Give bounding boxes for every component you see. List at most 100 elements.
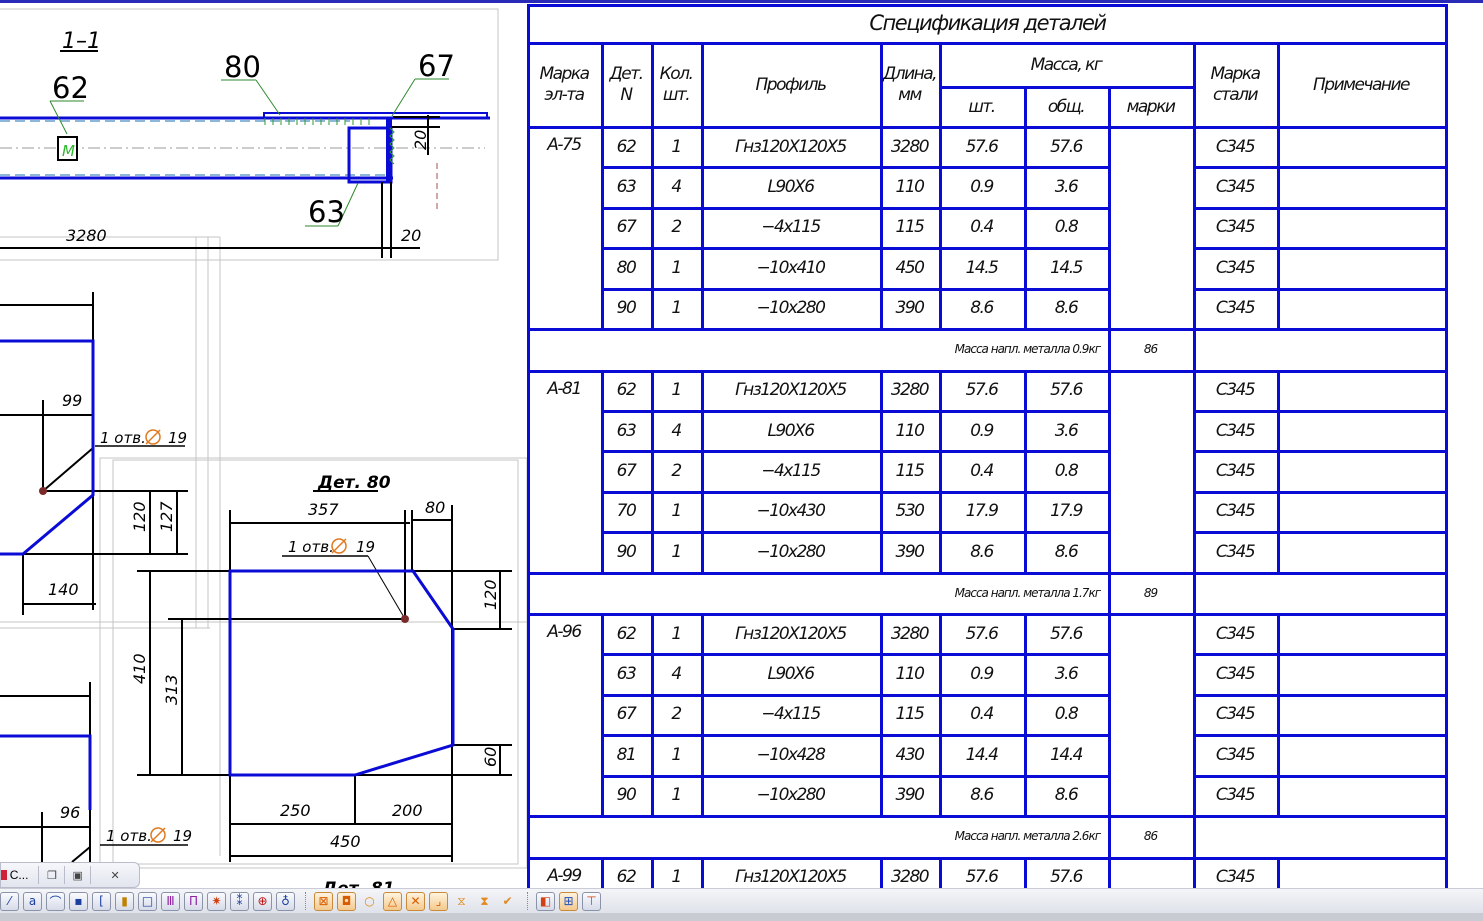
dimension-tool-icon[interactable]: Π [184, 891, 203, 911]
plug-tool-icon[interactable]: ♁ [276, 891, 295, 911]
toolbar-separator [305, 892, 308, 910]
table-grid-line [880, 614, 883, 816]
steel-grade: С345 [1215, 501, 1256, 522]
trim-tool-icon[interactable]: ⁑ [230, 891, 249, 911]
table-grid-line [527, 42, 1448, 45]
dim-60: 60 [481, 747, 500, 767]
element-mark: А-81 [547, 378, 582, 399]
polyline-tool-icon[interactable]: ⌒ [46, 891, 65, 911]
snap-square-icon[interactable]: ◘ [337, 891, 356, 911]
table-grid-line [601, 774, 1108, 778]
mass-each: 8.6 [970, 298, 994, 319]
table-grid-line [1193, 614, 1196, 816]
detail-number: 90 [616, 298, 637, 319]
steel-grade: С345 [1215, 664, 1256, 685]
table-grid-line [701, 614, 704, 816]
hatch-tool-icon[interactable]: Ⅲ [161, 891, 180, 911]
profile: Гнз120Х120Х5 [735, 136, 847, 157]
mass-each: 0.4 [970, 217, 994, 238]
minimized-document-window[interactable]: С... ❐ ▣ ✕ [0, 862, 140, 888]
bottom-toolbar: ⁄ a ⌒ ▪ [ ▮ □ Ⅲ Π ✷ ⁑ ⊕ ♁ ⊠ ◘ ○ △ ✕ ⌟ ⧖ … [0, 888, 1483, 913]
snap-center-icon[interactable]: ○ [364, 894, 375, 908]
drawing-canvas[interactable]: 1–1 62 80 67 63 M 3280 [0, 0, 527, 888]
table-grid-line [601, 127, 604, 329]
element-mass: 86 [1143, 342, 1158, 357]
dim-127: 127 [157, 501, 176, 532]
dim-410: 410 [130, 653, 149, 684]
diameter-icon [145, 429, 161, 445]
table-grid-line [601, 693, 1108, 697]
weld-ticks [264, 118, 395, 165]
quantity: 1 [671, 623, 682, 644]
mass-total: 0.8 [1054, 704, 1079, 725]
mass-total: 3.6 [1054, 420, 1079, 441]
dim-99: 99 [62, 391, 82, 410]
header-mass-total: общ. [1047, 96, 1086, 117]
detail-number: 62 [616, 867, 637, 888]
snap-hourglass-icon[interactable]: ⧖ [457, 893, 466, 908]
table-grid-line [527, 4, 1448, 7]
grid-snap-icon[interactable]: ⊞ [559, 891, 578, 911]
table-grid-line [1024, 614, 1027, 816]
table-grid-line [880, 127, 883, 329]
snap-perpendicular-icon[interactable]: ⌟ [429, 891, 448, 911]
dim-20-side: 20 [411, 130, 430, 150]
header-length: Длина, мм [882, 64, 938, 105]
ortho-icon[interactable]: ⊤ [582, 891, 601, 911]
steel-grade: С345 [1215, 541, 1256, 562]
cross-tool-icon[interactable]: ✷ [207, 891, 226, 911]
dim-80: 80 [425, 498, 445, 517]
snap-endpoint-icon[interactable]: ⊠ [314, 891, 333, 911]
header-profile: Профиль [755, 74, 827, 95]
table-grid-line [1277, 857, 1280, 888]
snap-tangent-icon[interactable]: ⧗ [480, 893, 489, 908]
table-grid-line [1193, 42, 1196, 127]
table-grid-line [527, 815, 1448, 818]
table-grid-line [601, 247, 1108, 251]
mass-each: 14.4 [965, 744, 999, 765]
table-grid-line [1108, 572, 1111, 614]
table-grid-line [651, 614, 654, 816]
steel-grade: С345 [1215, 704, 1256, 725]
bracket-tool-icon[interactable]: [ [92, 891, 111, 911]
table-grid-line [1024, 127, 1027, 329]
table-grid-line [1193, 693, 1445, 697]
text-tool-icon[interactable]: a [23, 891, 42, 911]
table-grid-line [1193, 206, 1445, 210]
detail-number: 62 [616, 380, 637, 401]
element-mark: А-96 [547, 622, 582, 642]
mass-each: 17.9 [965, 501, 999, 522]
mass-total: 8.6 [1054, 785, 1079, 806]
table-grid-line [1193, 409, 1445, 413]
callout-67: 67 [418, 49, 455, 83]
line-tool-icon[interactable]: ⁄ [0, 891, 19, 911]
block-tool-icon[interactable]: ▪ [69, 891, 88, 911]
snap-triangle-icon[interactable]: △ [383, 891, 402, 911]
table-grid-line [601, 409, 1108, 413]
profile: L90Х6 [767, 420, 815, 441]
table-grid-line [601, 166, 1108, 170]
snap-check-icon[interactable]: ✔ [502, 894, 513, 908]
marker-tool-icon[interactable]: ▮ [115, 891, 134, 911]
maximize-button[interactable]: ▣ [64, 866, 90, 884]
hole-dia: 19 [168, 429, 187, 447]
table-grid-line [601, 450, 1108, 454]
layer-icon[interactable]: ◧ [536, 891, 555, 911]
window-top-border [0, 0, 1483, 3]
grid-tool-icon[interactable]: ⊕ [253, 891, 272, 911]
mass-total: 3.6 [1054, 664, 1079, 685]
close-button[interactable]: ✕ [90, 866, 139, 884]
toolbar-separator [527, 892, 530, 910]
restore-button[interactable]: ❐ [38, 866, 64, 884]
hole-note: 1 отв. [106, 827, 152, 845]
rectangle-tool-icon[interactable]: □ [138, 891, 157, 911]
length: 3280 [890, 623, 930, 644]
quantity: 4 [671, 420, 682, 441]
snap-intersection-icon[interactable]: ✕ [406, 891, 425, 911]
hole-marker [401, 615, 409, 623]
app-icon [1, 870, 7, 880]
mass-each: 57.6 [965, 136, 999, 157]
table-grid-line [939, 86, 1193, 89]
table-grid-line [1193, 370, 1196, 573]
